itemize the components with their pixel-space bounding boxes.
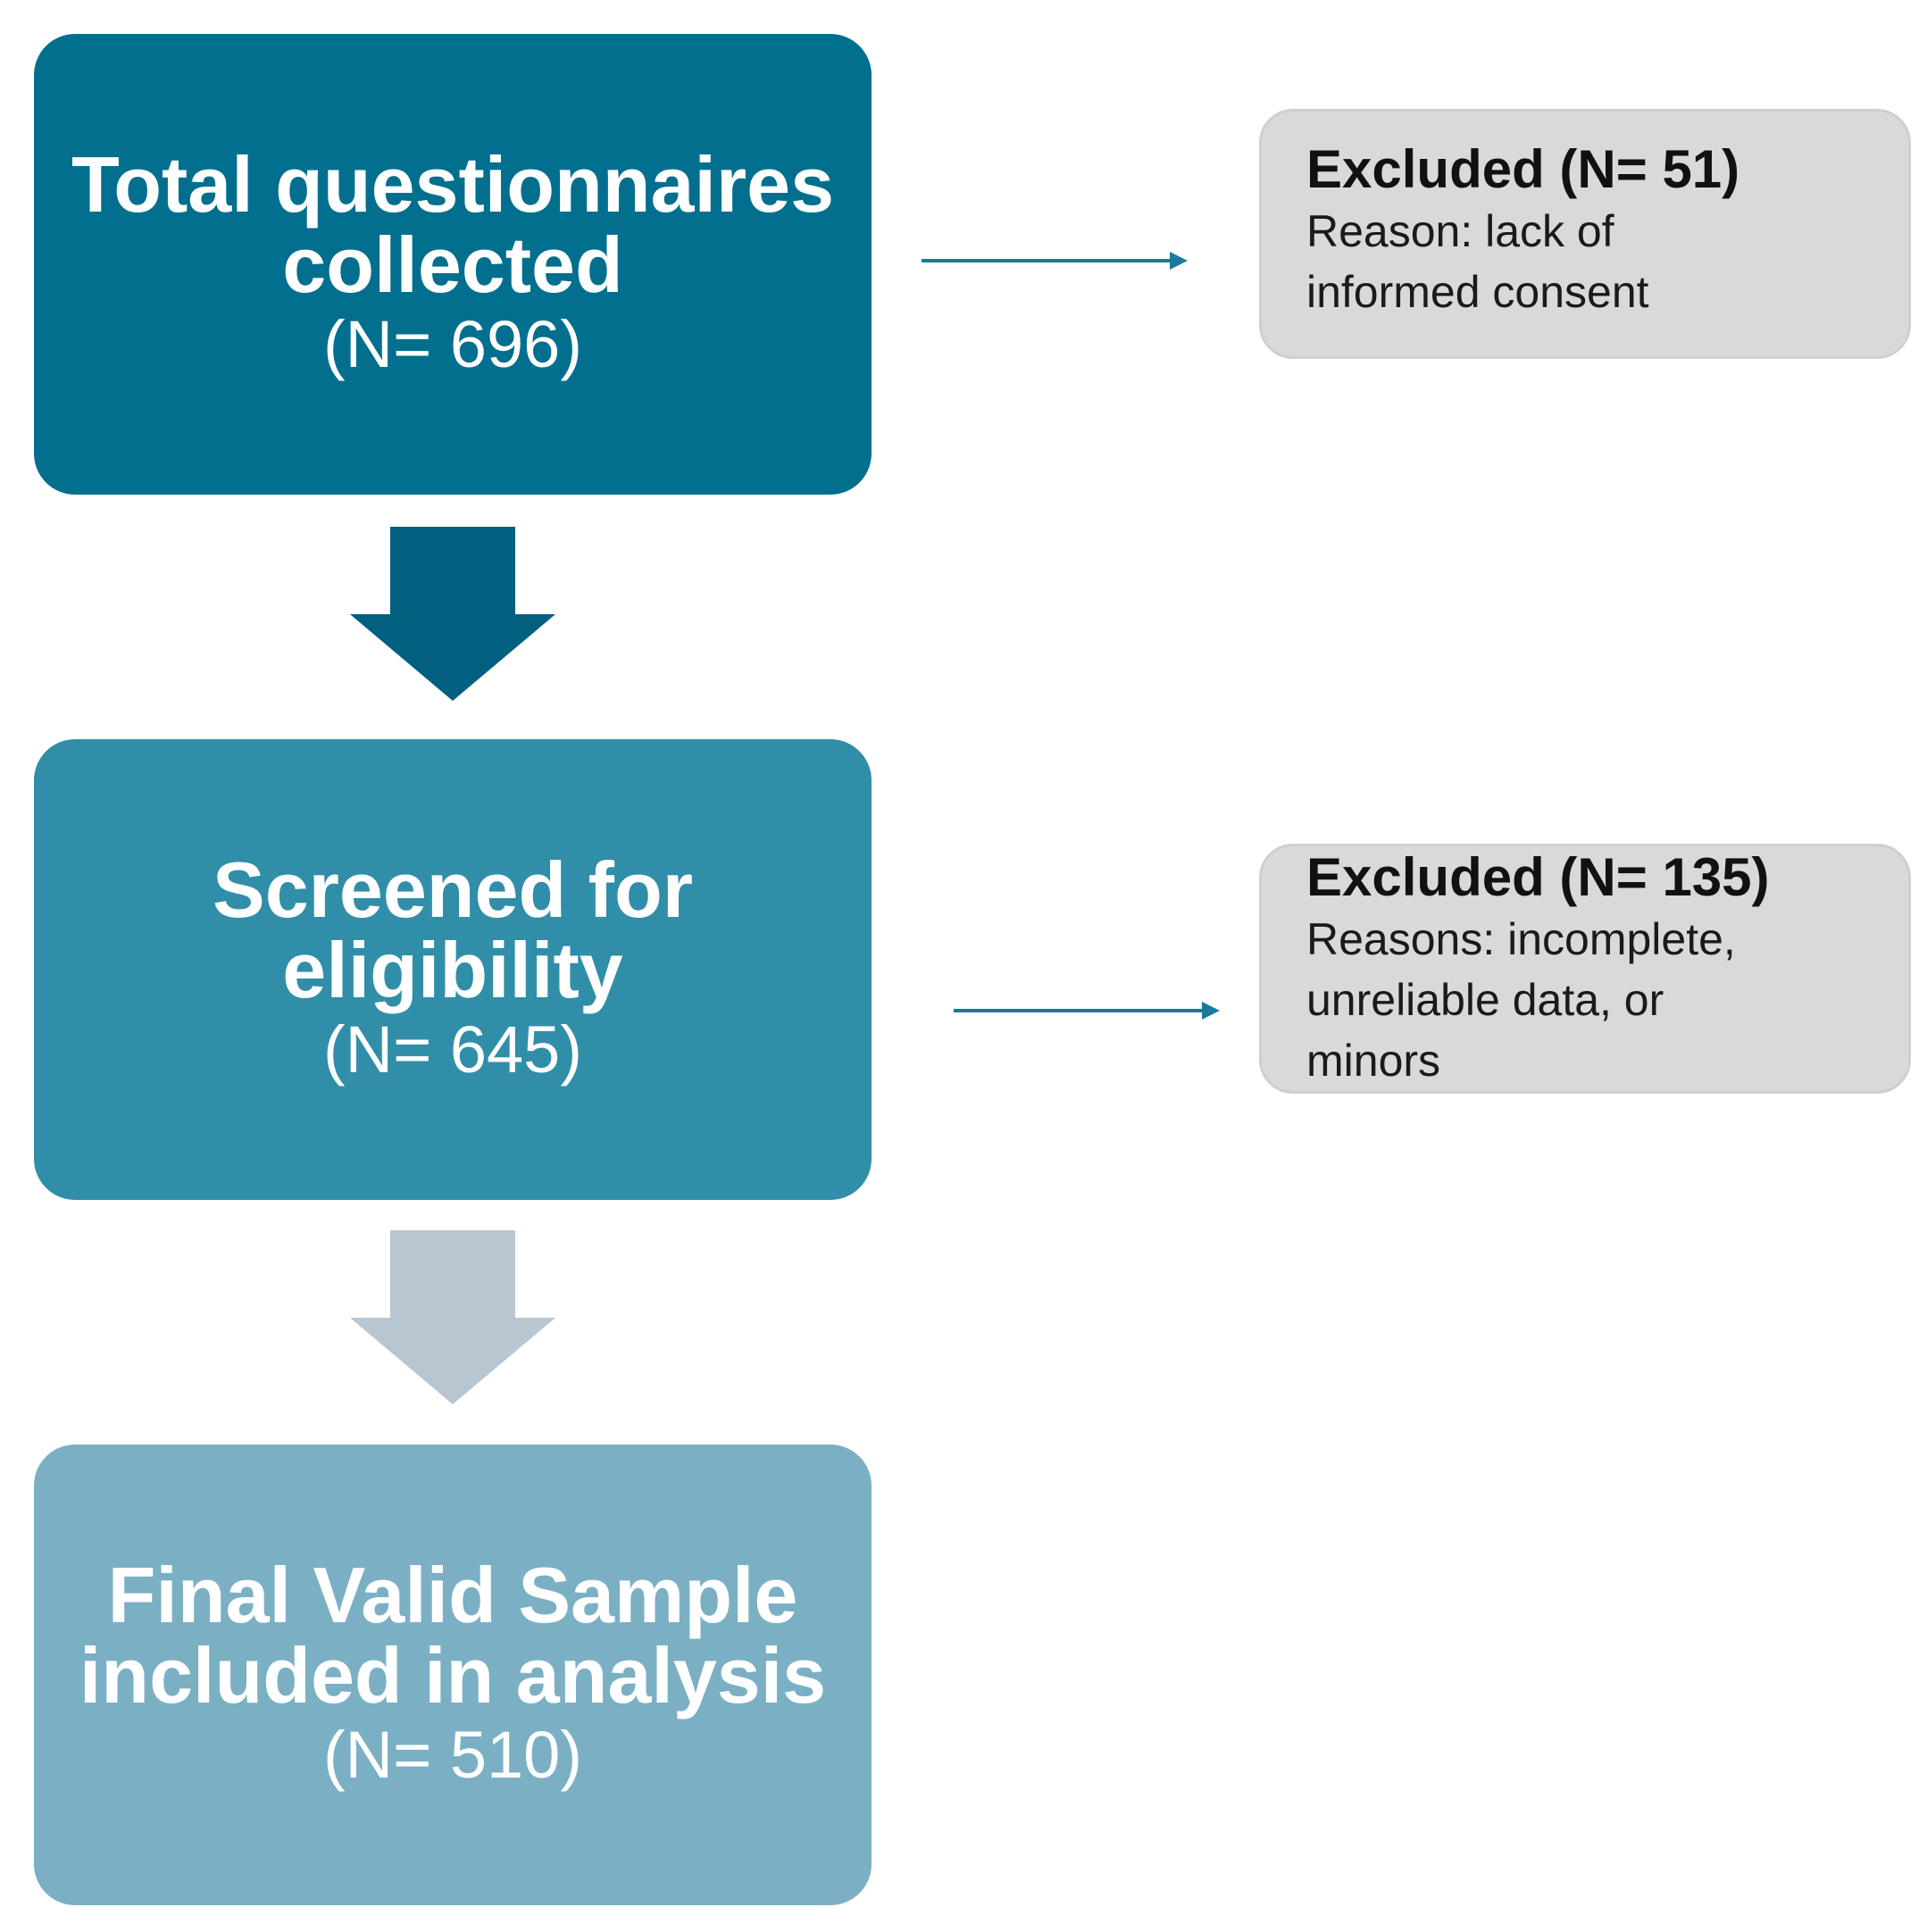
exclusion-reason-line: Reason: lack of (1306, 206, 1614, 256)
step-title: Final Valid Sample included in analysis (79, 1551, 827, 1720)
exclusion-box-incomplete: Excluded (N= 135) Reasons: incomplete, u… (1259, 844, 1911, 1094)
step-title: Screened for eligibility (213, 845, 693, 1014)
step-title: Total questionnaires collected (71, 140, 835, 309)
exclusion-reason-line: minors (1306, 1036, 1441, 1086)
exclusion-heading: Excluded (N= 135) (1306, 847, 1770, 907)
exclusion-reason-line: unreliable data, or (1306, 975, 1664, 1025)
exclusion-reason-line: informed consent (1306, 267, 1649, 317)
exclusion-box-consent: Excluded (N= 51) Reason: lack of informe… (1259, 109, 1911, 359)
exclusion-reason-line: Reasons: incomplete, (1306, 914, 1736, 964)
step-final-sample: Final Valid Sample included in analysis … (34, 1445, 872, 1905)
arrowhead-icon (1202, 1002, 1220, 1020)
step-count: (N= 645) (323, 1012, 582, 1087)
arrowhead-icon (1170, 252, 1188, 270)
step-count: (N= 696) (323, 307, 582, 381)
exclusion-heading: Excluded (N= 51) (1306, 139, 1740, 199)
step-count: (N= 510) (323, 1718, 582, 1792)
down-arrow-icon (350, 527, 555, 701)
step-screened: Screened for eligibility (N= 645) (34, 739, 872, 1200)
step-total-collected: Total questionnaires collected (N= 696) (34, 34, 872, 495)
down-arrow-icon (350, 1230, 555, 1404)
